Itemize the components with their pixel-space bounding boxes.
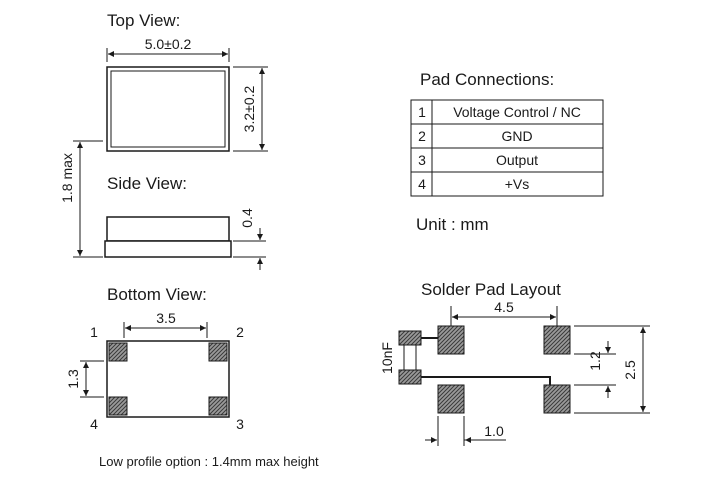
unit-label: Unit : mm <box>416 215 489 234</box>
top-view: Top View: 5.0±0.2 3.2±0.2 <box>106 11 268 152</box>
bottom-pad-number-2: 2 <box>236 324 244 340</box>
pad-table-pad-2: 2 <box>418 128 426 144</box>
bottom-pad-number-1: 1 <box>90 324 98 340</box>
pad-connections: Pad Connections: 1 Voltage Control / NC … <box>410 70 604 234</box>
footnote: Low profile option : 1.4mm max height <box>99 454 319 469</box>
pad-table-pad-4: 4 <box>418 176 426 192</box>
top-view-body <box>106 66 230 152</box>
pad-table-function-4: +Vs <box>505 176 530 192</box>
top-height-dimension: 3.2±0.2 <box>241 85 257 132</box>
top-view-title: Top View: <box>107 11 180 30</box>
solder-pad-layout-title: Solder Pad Layout <box>421 280 561 299</box>
solder-width-dimension: 4.5 <box>494 299 514 315</box>
pad-connections-title: Pad Connections: <box>420 70 554 89</box>
side-view-title: Side View: <box>107 174 187 193</box>
solder-pad-2 <box>543 325 571 355</box>
bottom-pad-number-4: 4 <box>90 416 98 432</box>
bottom-pad-1 <box>108 342 128 362</box>
bottom-pad-3 <box>208 396 228 416</box>
bottom-pad-2 <box>208 342 228 362</box>
top-view-lid <box>110 70 226 148</box>
pad-table-pad-1: 1 <box>418 104 426 120</box>
solder-pad-1 <box>437 325 465 355</box>
pad-table-function-3: Output <box>496 152 538 168</box>
solder-pad-4 <box>437 384 465 414</box>
pad-table-pad-3: 3 <box>418 152 426 168</box>
solder-inner-dimension: 1.2 <box>587 351 603 371</box>
solder-pad-width-dimension: 1.0 <box>484 423 504 439</box>
capacitor-pad-bottom <box>398 369 422 385</box>
bottom-pad-spacing-dimension: 3.5 <box>156 310 176 326</box>
side-view-lid <box>106 216 230 242</box>
solder-pad-layout: Solder Pad Layout 4.5 10nF 1.2 2.5 <box>379 280 650 446</box>
pad-table-function-1: Voltage Control / NC <box>453 104 581 120</box>
bottom-pad-height-dimension: 1.3 <box>65 369 81 389</box>
bottom-view-title: Bottom View: <box>107 285 207 304</box>
bottom-view: Bottom View: 3.5 1 2 3 4 1.3 <box>65 285 244 432</box>
capacitor-label: 10nF <box>379 342 395 374</box>
side-view: Side View: 1.8 max 0.4 <box>59 140 266 270</box>
solder-pad-3 <box>543 384 571 414</box>
bottom-pad-number-3: 3 <box>236 416 244 432</box>
bottom-pad-4 <box>108 396 128 416</box>
side-thickness-dimension: 0.4 <box>239 208 255 228</box>
pad-table-function-2: GND <box>501 128 532 144</box>
side-view-base <box>104 240 232 258</box>
side-max-dimension: 1.8 max <box>59 153 75 203</box>
capacitor-pad-top <box>398 330 422 346</box>
solder-outer-dimension: 2.5 <box>622 360 638 380</box>
top-width-dimension: 5.0±0.2 <box>145 36 192 52</box>
